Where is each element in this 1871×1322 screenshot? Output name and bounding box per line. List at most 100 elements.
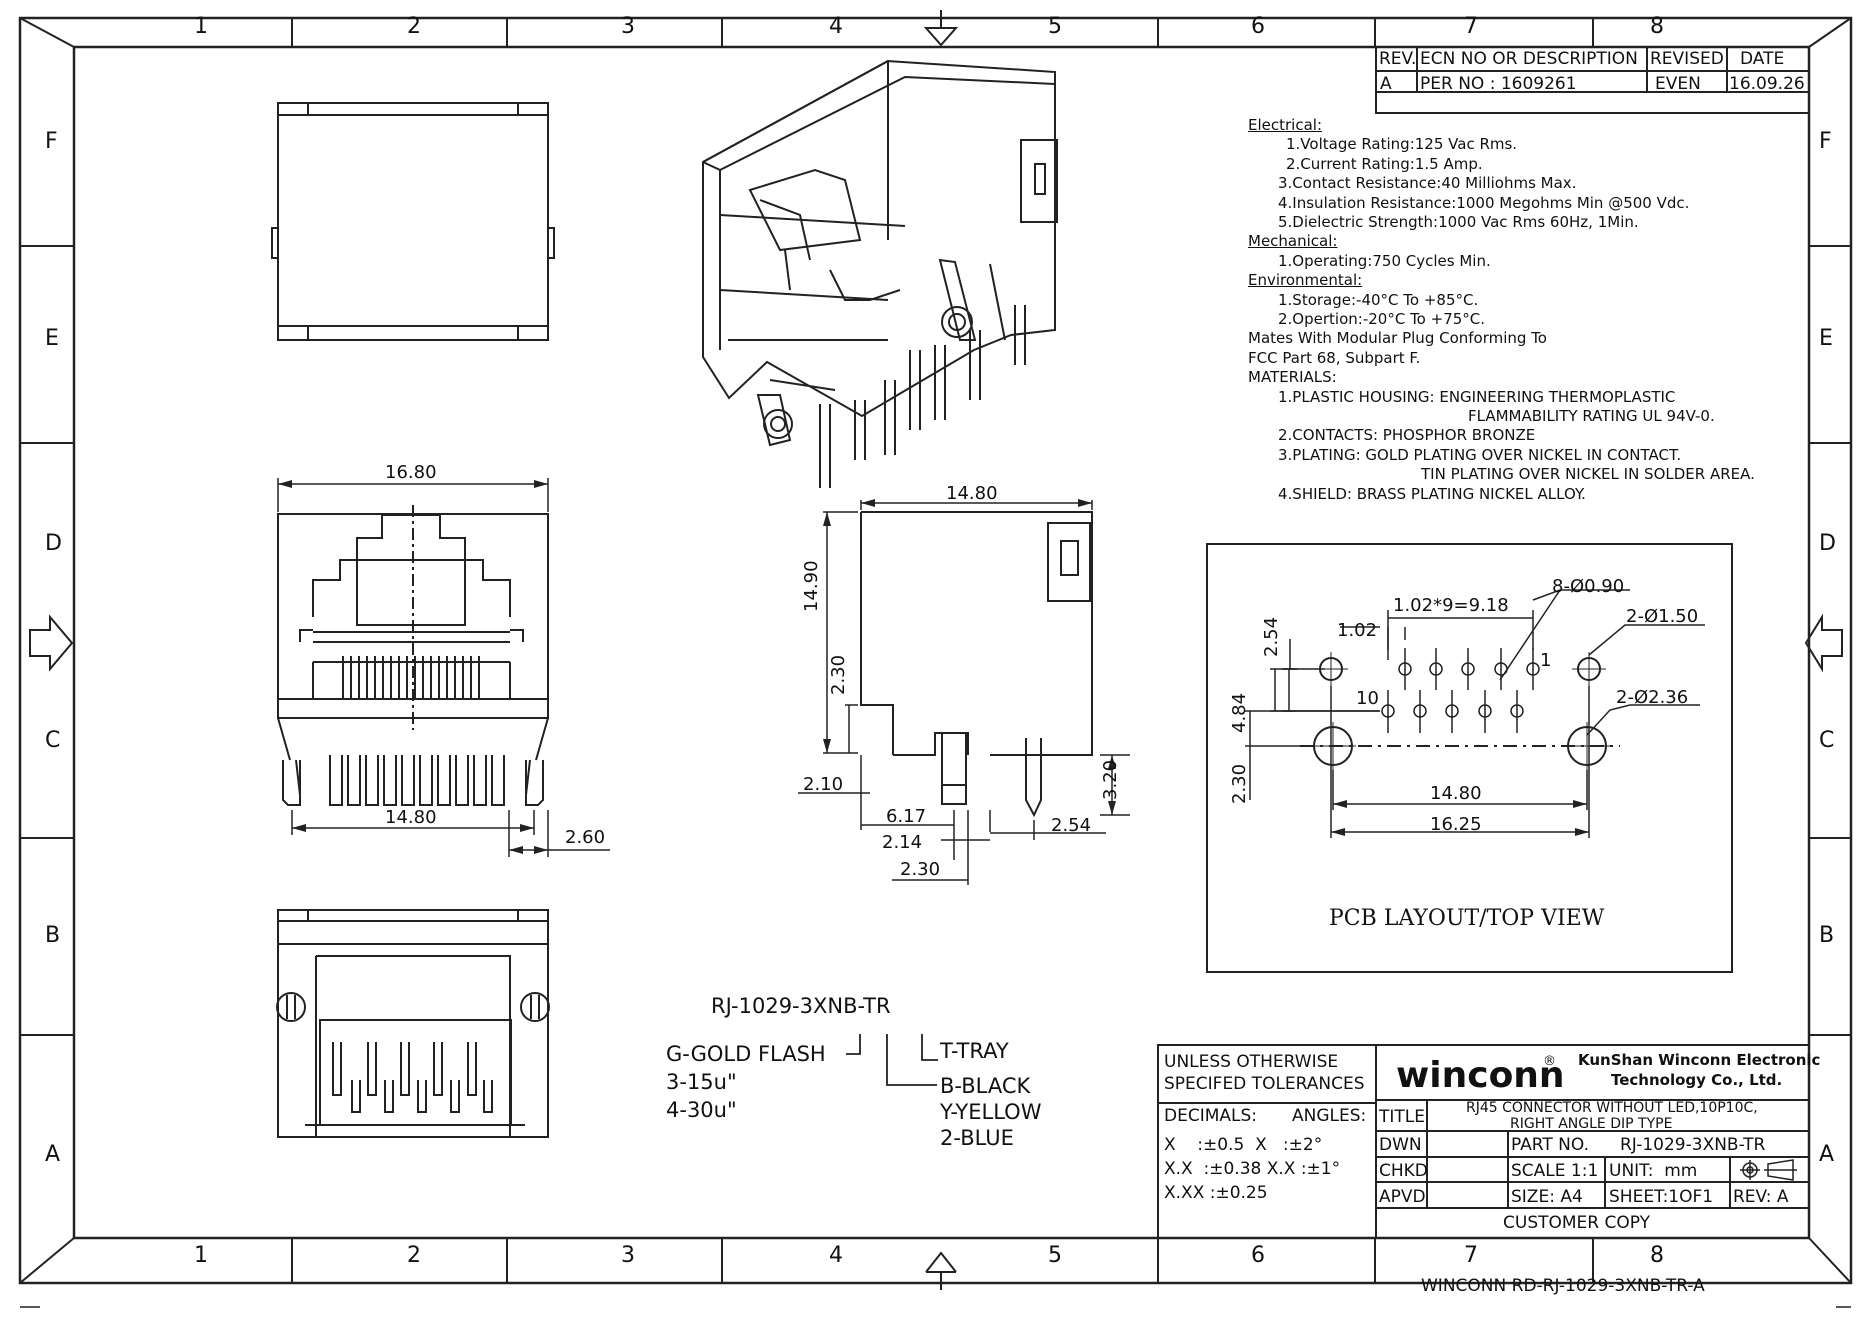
spec-line: 3.PLATING: GOLD PLATING OVER NICKEL IN C… [1278,445,1682,464]
side-post-height-dim: 2.30 [828,654,849,695]
spec-line: 1.Operating:750 Cycles Min. [1278,251,1491,270]
spec-line: 1.PLASTIC HOUSING: ENGINEERING THERMOPLA… [1278,387,1676,406]
front-pitch-dim: 2.60 [565,827,606,848]
color-yellow: Y-YELLOW [940,1100,1042,1124]
date-value: 16.09.26 [1729,74,1805,94]
pcb-mount-holes-dim: 2-Ø2.36 [1616,687,1689,708]
size-value: SIZE: A4 [1511,1187,1583,1207]
row-label-a-right: A [1819,1142,1835,1167]
pcb-pin-last: 10 [1356,688,1379,709]
row-label-d-right: D [1819,531,1836,556]
side-dim-b: 2.14 [882,832,923,853]
front-view [277,478,610,857]
col-label-5-bottom: 5 [1048,1243,1062,1268]
pcb-row-offset-dim: 2.54 [1261,616,1282,657]
plating-gold: G-GOLD FLASH [666,1042,826,1066]
center-arrow-top [923,10,959,47]
col-label-2: 2 [407,14,421,39]
spec-line: 2.Opertion:-20°C To +75°C. [1278,310,1486,328]
spec-line: TIN PLATING OVER NICKEL IN SOLDER AREA. [1421,465,1755,484]
customer-copy: CUSTOMER COPY [1503,1213,1651,1233]
part-code-leaders [846,1034,938,1086]
col-label-7-bottom: 7 [1464,1243,1478,1268]
part-no-label: PART NO. [1511,1135,1589,1155]
spec-heading: Mechanical: [1248,232,1338,251]
company-name-1: KunShan Winconn Electronic [1578,1051,1821,1069]
center-arrow-bottom [925,1251,957,1290]
spec-line: 4.Insulation Resistance:1000 Megohms Min… [1278,193,1690,212]
title-label: TITLE [1379,1107,1425,1127]
tolerance-header-1: UNLESS OTHERWISE [1164,1052,1339,1072]
col-label-7: 7 [1464,14,1478,39]
pcb-title: PCB LAYOUT/TOP VIEW [1329,906,1605,931]
date-header: DATE [1740,49,1785,69]
color-blue: 2-BLUE [940,1126,1014,1150]
corner-lines [19,17,1852,1284]
row-label-c: C [45,728,61,753]
spec-line: FCC Part 68, Subpart F. [1248,348,1421,367]
inner-border [72,45,1811,1240]
col-label-4: 4 [829,14,843,39]
side-view [798,499,1130,885]
color-black: B-BLACK [940,1074,1031,1098]
brand-logo: winconn [1396,1055,1565,1096]
pcb-height-dim: 4.84 [1229,692,1250,733]
spec-line: 4.SHIELD: BRASS PLATING NICKEL ALLOY. [1278,484,1586,503]
front-pin-span-dim: 14.80 [385,807,437,828]
pcb-pitch-dim: 1.02 [1337,620,1378,641]
zone-ticks-h [291,18,1594,1283]
row-label-d: D [45,531,62,556]
spec-line: 2.CONTACTS: PHOSPHOR BRONZE [1278,426,1536,445]
pcb-mid-holes-dim: 2-Ø1.50 [1626,606,1699,627]
title-block-lines [1157,1044,1810,1239]
outer-border [18,16,1853,1285]
col-label-6-bottom: 6 [1251,1243,1265,1268]
tolerance-header-2: SPECIFED TOLERANCES [1164,1074,1365,1094]
spec-line: Mates With Modular Plug Conforming To [1248,329,1547,348]
row-label-e: E [45,326,59,351]
pcb-inner-width-dim: 14.80 [1430,783,1482,804]
pcb-pin-first: 1 [1540,650,1552,671]
pcb-signal-holes-dim: 8-Ø0.90 [1552,576,1625,597]
revision-table-lines [1375,46,1810,114]
scale-value: SCALE 1:1 [1511,1161,1599,1181]
part-no-value: RJ-1029-3XNB-TR [1620,1135,1766,1155]
col-label-8: 8 [1650,14,1664,39]
row-label-b: B [45,923,61,948]
col-label-1: 1 [194,14,208,39]
side-height-dim: 14.90 [801,560,822,612]
spec-heading: Electrical: [1248,116,1322,134]
registered-mark: ® [1543,1054,1556,1069]
company-name-2: Technology Co., Ltd. [1611,1071,1783,1089]
pcb-layout-box [1206,543,1733,973]
col-label-8-bottom: 8 [1650,1243,1664,1268]
packing-tray: T-TRAY [940,1039,1009,1063]
row-label-f: F [45,129,58,154]
tolerance-xx: X.X :±0.38 X.X :±1° [1164,1159,1341,1179]
rev-label: REV: A [1733,1187,1789,1207]
document-id: WINCONN RD-RJ-1029-3XNB-TR-A [1421,1276,1705,1296]
tolerance-x: X :±0.5 X :±2° [1164,1135,1323,1155]
plating-3-15u: 3-15u" [666,1070,737,1094]
projection-symbol-icon [1740,1159,1797,1181]
chkd-label: CHKD [1379,1161,1428,1181]
side-dim-a: 6.17 [886,806,927,827]
spec-line: MATERIALS: [1248,368,1337,387]
side-offset-dim: 2.10 [803,774,844,795]
part-code: RJ-1029-3XNB-TR [711,994,891,1018]
angles-label: ANGLES: [1292,1106,1367,1126]
center-arrow-left [29,614,74,672]
side-dim-c: 2.30 [900,859,941,880]
spec-line: 1.Storage:-40°C To +85°C. [1278,290,1479,309]
side-depth-dim: 14.80 [946,483,998,504]
zone-ticks-v [20,245,1851,1036]
decimals-label: DECIMALS: [1164,1106,1258,1126]
unit-value: UNIT: mm [1609,1161,1698,1181]
row-label-a: A [45,1142,61,1167]
rear-view [276,909,550,1138]
side-dim-d: 2.54 [1051,815,1092,836]
center-arrow-right [1804,613,1843,673]
ecn-header: ECN NO OR DESCRIPTION [1420,49,1638,69]
col-label-3-bottom: 3 [621,1243,635,1268]
